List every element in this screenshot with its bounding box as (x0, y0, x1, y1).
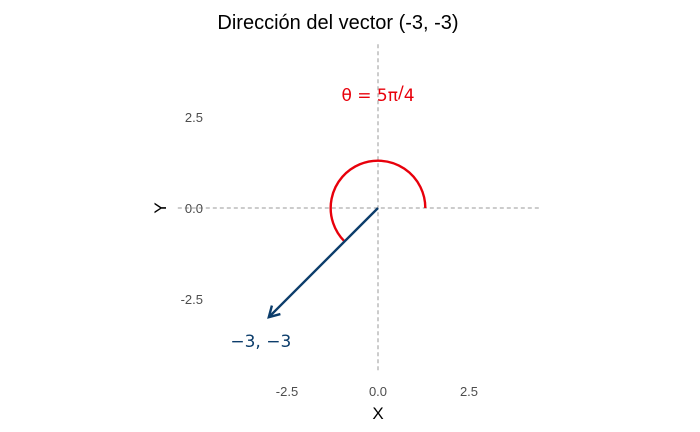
angle-label-slash: / (398, 83, 404, 103)
y-tick-label: 2.5 (185, 110, 203, 125)
chart-title: Dirección del vector (-3, -3) (217, 12, 458, 34)
y-axis-title: Y (151, 202, 170, 213)
vector-arrow (267, 207, 379, 319)
y-axis-ticks: 2.5 0.0 -2.5 (181, 110, 203, 307)
angle-arc (329, 159, 427, 243)
x-axis-ticks: -2.5 0.0 2.5 (276, 384, 478, 399)
y-tick-label: 0.0 (185, 201, 203, 216)
x-tick-label: 0.0 (369, 384, 387, 399)
vector-arrowhead (267, 305, 281, 319)
angle-label: θ = 5π/4 (341, 83, 414, 106)
x-axis-title: X (372, 404, 383, 423)
y-tick-label: -2.5 (181, 292, 203, 307)
x-tick-label: -2.5 (276, 384, 298, 399)
x-tick-label: 2.5 (460, 384, 478, 399)
vector-label: −3, −3 (230, 332, 291, 352)
